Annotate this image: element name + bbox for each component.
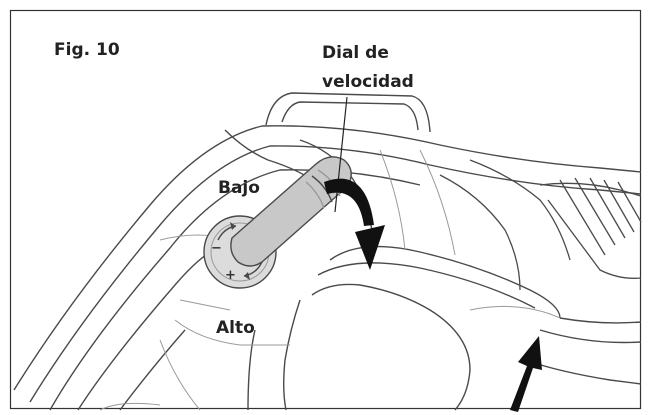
grip-ribs — [439, 159, 642, 291]
dial-plus-symbol: + — [225, 268, 236, 283]
dial-lever — [230, 156, 352, 267]
surface-detail-lines — [99, 149, 561, 411]
trigger-arrow-icon — [510, 336, 542, 412]
dial-minus-symbol: − — [211, 241, 222, 256]
housing-top-bump — [265, 92, 431, 133]
figure-number: Fig. 10 — [54, 40, 120, 60]
rotation-arrow-icon — [324, 178, 385, 270]
figure-frame — [9, 9, 642, 410]
high-speed-label: Alto — [216, 318, 255, 338]
low-speed-label: Bajo — [218, 178, 260, 198]
handle-opening — [247, 245, 642, 411]
dial-arrow-low-icon — [230, 222, 236, 230]
callout-leader-line — [334, 96, 348, 213]
dial-arrow-high-icon — [244, 272, 250, 280]
callout-label-line-2: velocidad — [322, 72, 414, 92]
callout-label-line-1: Dial de — [322, 43, 389, 63]
